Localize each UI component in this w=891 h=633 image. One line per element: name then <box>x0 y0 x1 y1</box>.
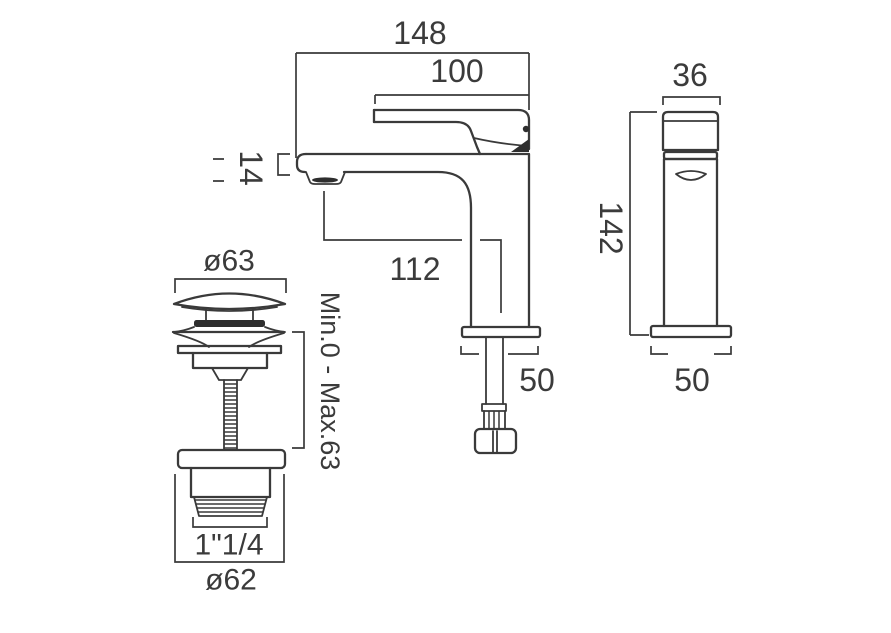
hose-ribs <box>488 411 500 429</box>
waste-cap-stem <box>205 308 254 322</box>
hose-collar <box>481 403 507 412</box>
handle-screw-dot <box>522 125 530 133</box>
dim-waste-adjustment-label: Min.0 - Max.63 <box>315 292 345 471</box>
waste-bottom-body <box>176 448 287 517</box>
dim-handle-width-label: 36 <box>672 57 708 93</box>
dim-50-side-lines <box>460 346 539 355</box>
dim-overall-width-label: 148 <box>393 15 446 51</box>
dim-base-width-front-label: 50 <box>674 362 710 398</box>
dim-waste-adjustment: Min.0 - Max.63 <box>292 292 345 471</box>
dim-dia63-lines <box>174 278 287 293</box>
dim-thread-lines <box>192 517 268 528</box>
dim-total-height-label: 142 <box>593 201 629 254</box>
flange-washer <box>176 344 283 355</box>
lever-handle-side <box>372 108 531 156</box>
hex-nut-facets <box>492 430 498 453</box>
front-view-outline <box>649 110 733 339</box>
dim-total-height: 142 <box>593 111 657 336</box>
dim-waste-body-diameter-label: ø62 <box>205 564 257 597</box>
dim-overall-width: 148 <box>295 15 530 158</box>
spout-underside-and-body-left-edge <box>342 170 473 329</box>
handle-rear-wedge <box>511 139 529 152</box>
side-view: 148 100 14 112 50 <box>213 15 555 455</box>
aerator-opening <box>312 177 338 183</box>
bottom-body <box>189 466 272 499</box>
bottom-thread-sides <box>193 496 268 517</box>
dim-dia62-lines <box>174 474 285 563</box>
dim-handle-length-label: 100 <box>430 53 483 89</box>
cartridge-top-line <box>473 137 530 147</box>
aerator-front <box>675 170 707 181</box>
dim-112-lines <box>323 191 502 313</box>
front-view: 36 142 50 <box>593 57 733 398</box>
handle-top-edge <box>372 108 531 151</box>
bottom-threads <box>195 499 266 513</box>
dim-minmax-lines <box>292 331 305 449</box>
bottom-flange <box>176 448 287 470</box>
dim-spout-projection: 112 <box>323 191 502 313</box>
body-front <box>662 157 719 328</box>
side-view-body-outline <box>295 152 531 329</box>
waste-assembly: ø63 Min.0 - Max.63 1"1/4 ø62 <box>171 245 345 597</box>
waste-threaded-rod <box>223 379 238 451</box>
dim-waste-thread-label: 1"1/4 <box>194 529 263 562</box>
dim-waste-thread: 1"1/4 <box>192 517 268 562</box>
base-plate-front <box>649 324 733 339</box>
threaded-shank <box>485 336 504 405</box>
waste-flange <box>171 326 286 381</box>
dim-waste-body-diameter: ø62 <box>174 474 285 597</box>
aerator-outline <box>305 171 346 185</box>
dim-spout-tip-height-label: 14 <box>233 150 269 186</box>
dim-50-front-lines <box>650 346 732 355</box>
dim-100-lines <box>374 94 529 104</box>
dim-base-width-side-label: 50 <box>519 362 555 398</box>
dim-base-width-side: 50 <box>460 346 555 398</box>
dim-handle-width: 36 <box>662 57 721 105</box>
base-plate-side <box>460 325 542 339</box>
spout-top-and-body-right-edge <box>304 152 531 329</box>
aerator-side <box>305 171 346 185</box>
waste-dome-cap <box>172 292 287 311</box>
dim-spout-projection-label: 112 <box>389 251 440 287</box>
dim-148-lines <box>295 52 530 158</box>
waste-cap-rim <box>181 306 278 312</box>
dim-waste-cap-diameter-label: ø63 <box>203 245 255 278</box>
flange-step <box>211 367 249 381</box>
dim-142-lines <box>629 111 657 336</box>
spout-tip-end-cap <box>295 152 308 174</box>
dim-spout-tip-height: 14 <box>213 150 290 186</box>
rod-threads <box>224 383 237 449</box>
hose-hex-nut <box>473 427 518 455</box>
base-and-hose-side <box>460 325 542 455</box>
dim-base-width-front: 50 <box>650 346 732 398</box>
flange-body <box>191 351 269 370</box>
handle-underside <box>372 120 482 156</box>
waste-cap <box>172 292 287 327</box>
dim-waste-cap-diameter: ø63 <box>174 245 287 293</box>
dim-36-lines <box>662 96 721 105</box>
dim-handle-length: 100 <box>374 53 529 104</box>
handle-front <box>661 110 720 152</box>
dim-14-lines <box>213 153 290 182</box>
waste-seal-ring <box>194 320 265 327</box>
